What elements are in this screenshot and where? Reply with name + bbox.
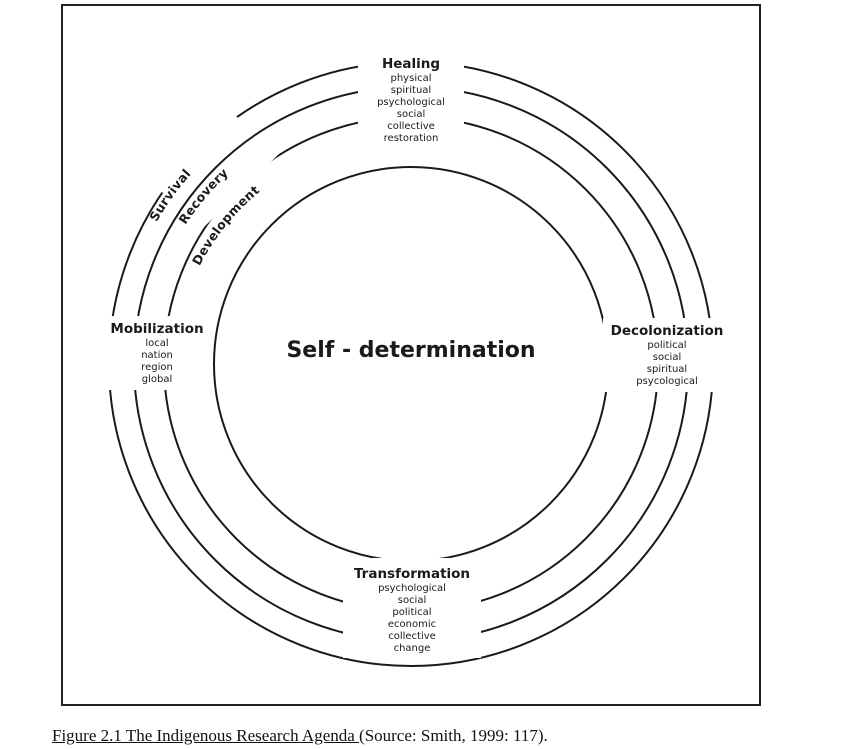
decolonization-item: social xyxy=(653,352,682,363)
healing-item: restoration xyxy=(384,133,439,144)
healing-item: collective xyxy=(387,121,435,132)
mobilization-title: Mobilization xyxy=(110,321,203,337)
transformation-item: psychological xyxy=(378,583,446,594)
healing-item: social xyxy=(397,109,426,120)
figure-frame xyxy=(61,4,761,706)
figure-caption: Figure 2.1 The Indigenous Research Agend… xyxy=(52,726,548,746)
decolonization-item: political xyxy=(647,340,686,351)
decolonization-title: Decolonization xyxy=(611,323,724,339)
healing-title: Healing xyxy=(382,56,440,72)
healing-item: spiritual xyxy=(391,85,431,96)
healing-item: physical xyxy=(391,73,432,84)
mobilization-item: global xyxy=(142,374,173,385)
transformation-item: social xyxy=(398,595,427,606)
mobilization-item: local xyxy=(145,338,168,349)
caption-source: (Source: Smith, 1999: 117). xyxy=(359,726,548,745)
transformation-item: collective xyxy=(388,631,436,642)
center-label: Self - determination xyxy=(286,338,535,363)
transformation-title: Transformation xyxy=(354,566,470,582)
transformation-item: change xyxy=(394,643,431,654)
transformation-item: economic xyxy=(388,619,436,630)
transformation-item: political xyxy=(392,607,431,618)
caption-title: Figure 2.1 The Indigenous Research Agend… xyxy=(52,726,360,745)
decolonization-item: psycological xyxy=(636,376,698,387)
decolonization-item: spiritual xyxy=(647,364,687,375)
healing-item: psychological xyxy=(377,97,445,108)
inner-ring xyxy=(213,166,609,562)
mobilization-item: region xyxy=(141,362,173,373)
mobilization-item: nation xyxy=(141,350,173,361)
